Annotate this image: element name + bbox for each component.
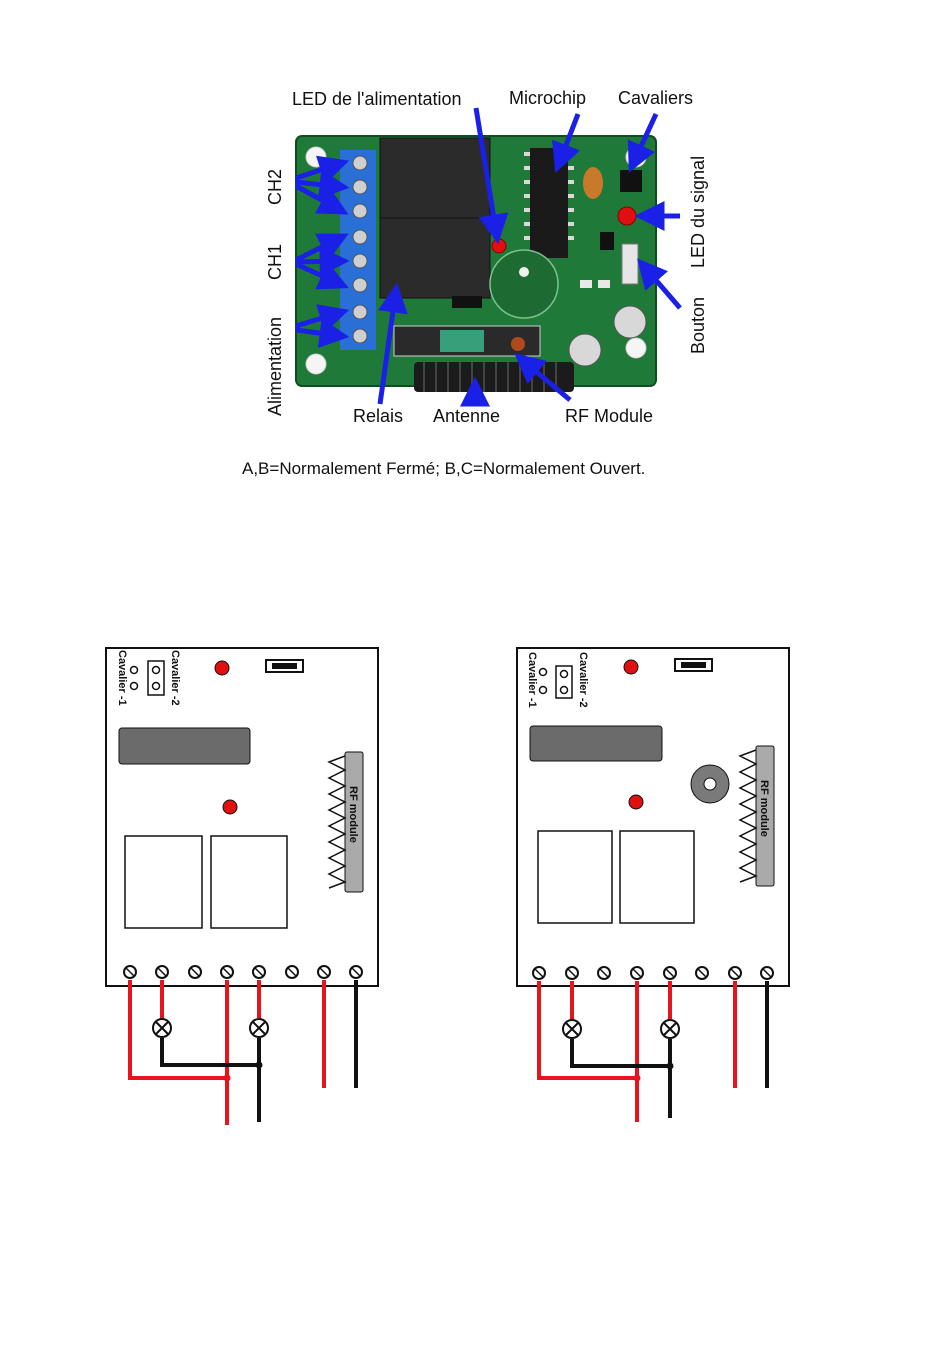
caption: A,B=Normalement Fermé; B,C=Normalement O…	[242, 459, 645, 478]
relay	[211, 836, 287, 928]
relay-2	[380, 138, 490, 218]
led	[223, 800, 237, 814]
label-ch2: CH2	[265, 169, 285, 205]
lamp-icon	[153, 1019, 171, 1037]
wiring	[539, 981, 767, 1122]
label-jumpers: Cavaliers	[618, 88, 693, 108]
schematic-1: Cavalier -1 Cavalier -2 RF module	[106, 648, 378, 1125]
relay	[620, 831, 694, 923]
antenna	[414, 362, 574, 392]
chip	[530, 726, 662, 761]
button	[622, 244, 638, 284]
label-led-signal: LED du signal	[688, 156, 708, 268]
mount-hole	[306, 354, 326, 374]
relay-1	[380, 218, 490, 298]
power-led	[492, 239, 506, 253]
label-power: Alimentation	[265, 317, 285, 416]
led	[624, 660, 638, 674]
label-ch1: CH1	[265, 244, 285, 280]
mount-hole	[306, 147, 326, 167]
signal-led	[618, 207, 636, 225]
rf-label: RF module	[758, 780, 770, 837]
lamp-icon	[250, 1019, 268, 1037]
label-rf-module: RF Module	[565, 406, 653, 426]
microchip	[530, 148, 568, 258]
buzzer-outline	[490, 250, 558, 318]
jumper2-label: Cavalier -2	[577, 652, 589, 708]
board-photo	[296, 136, 656, 392]
relay	[538, 831, 612, 923]
schematic-2: Cavalier -1 Cavalier -2 RF module	[517, 648, 789, 1122]
chip	[119, 728, 250, 764]
led	[629, 795, 643, 809]
wiring	[130, 980, 356, 1125]
label-button: Bouton	[688, 297, 708, 354]
label-antenna: Antenne	[433, 406, 500, 426]
led	[215, 661, 229, 675]
label-microchip: Microchip	[509, 88, 586, 108]
rf-label: RF module	[347, 786, 359, 843]
label-led-power: LED de l'alimentation	[292, 89, 462, 109]
mount-hole	[626, 338, 646, 358]
board-outline	[106, 648, 378, 986]
jumpers	[620, 170, 642, 192]
lamp-icon	[661, 1020, 679, 1038]
capacitor	[569, 334, 601, 366]
jumper1-label: Cavalier -1	[116, 650, 128, 706]
label-relays: Relais	[353, 406, 403, 426]
capacitor	[614, 306, 646, 338]
relay	[125, 836, 202, 928]
jumper1-label: Cavalier -1	[526, 652, 538, 708]
lamp-icon	[563, 1020, 581, 1038]
jumper2-label: Cavalier -2	[169, 650, 181, 706]
